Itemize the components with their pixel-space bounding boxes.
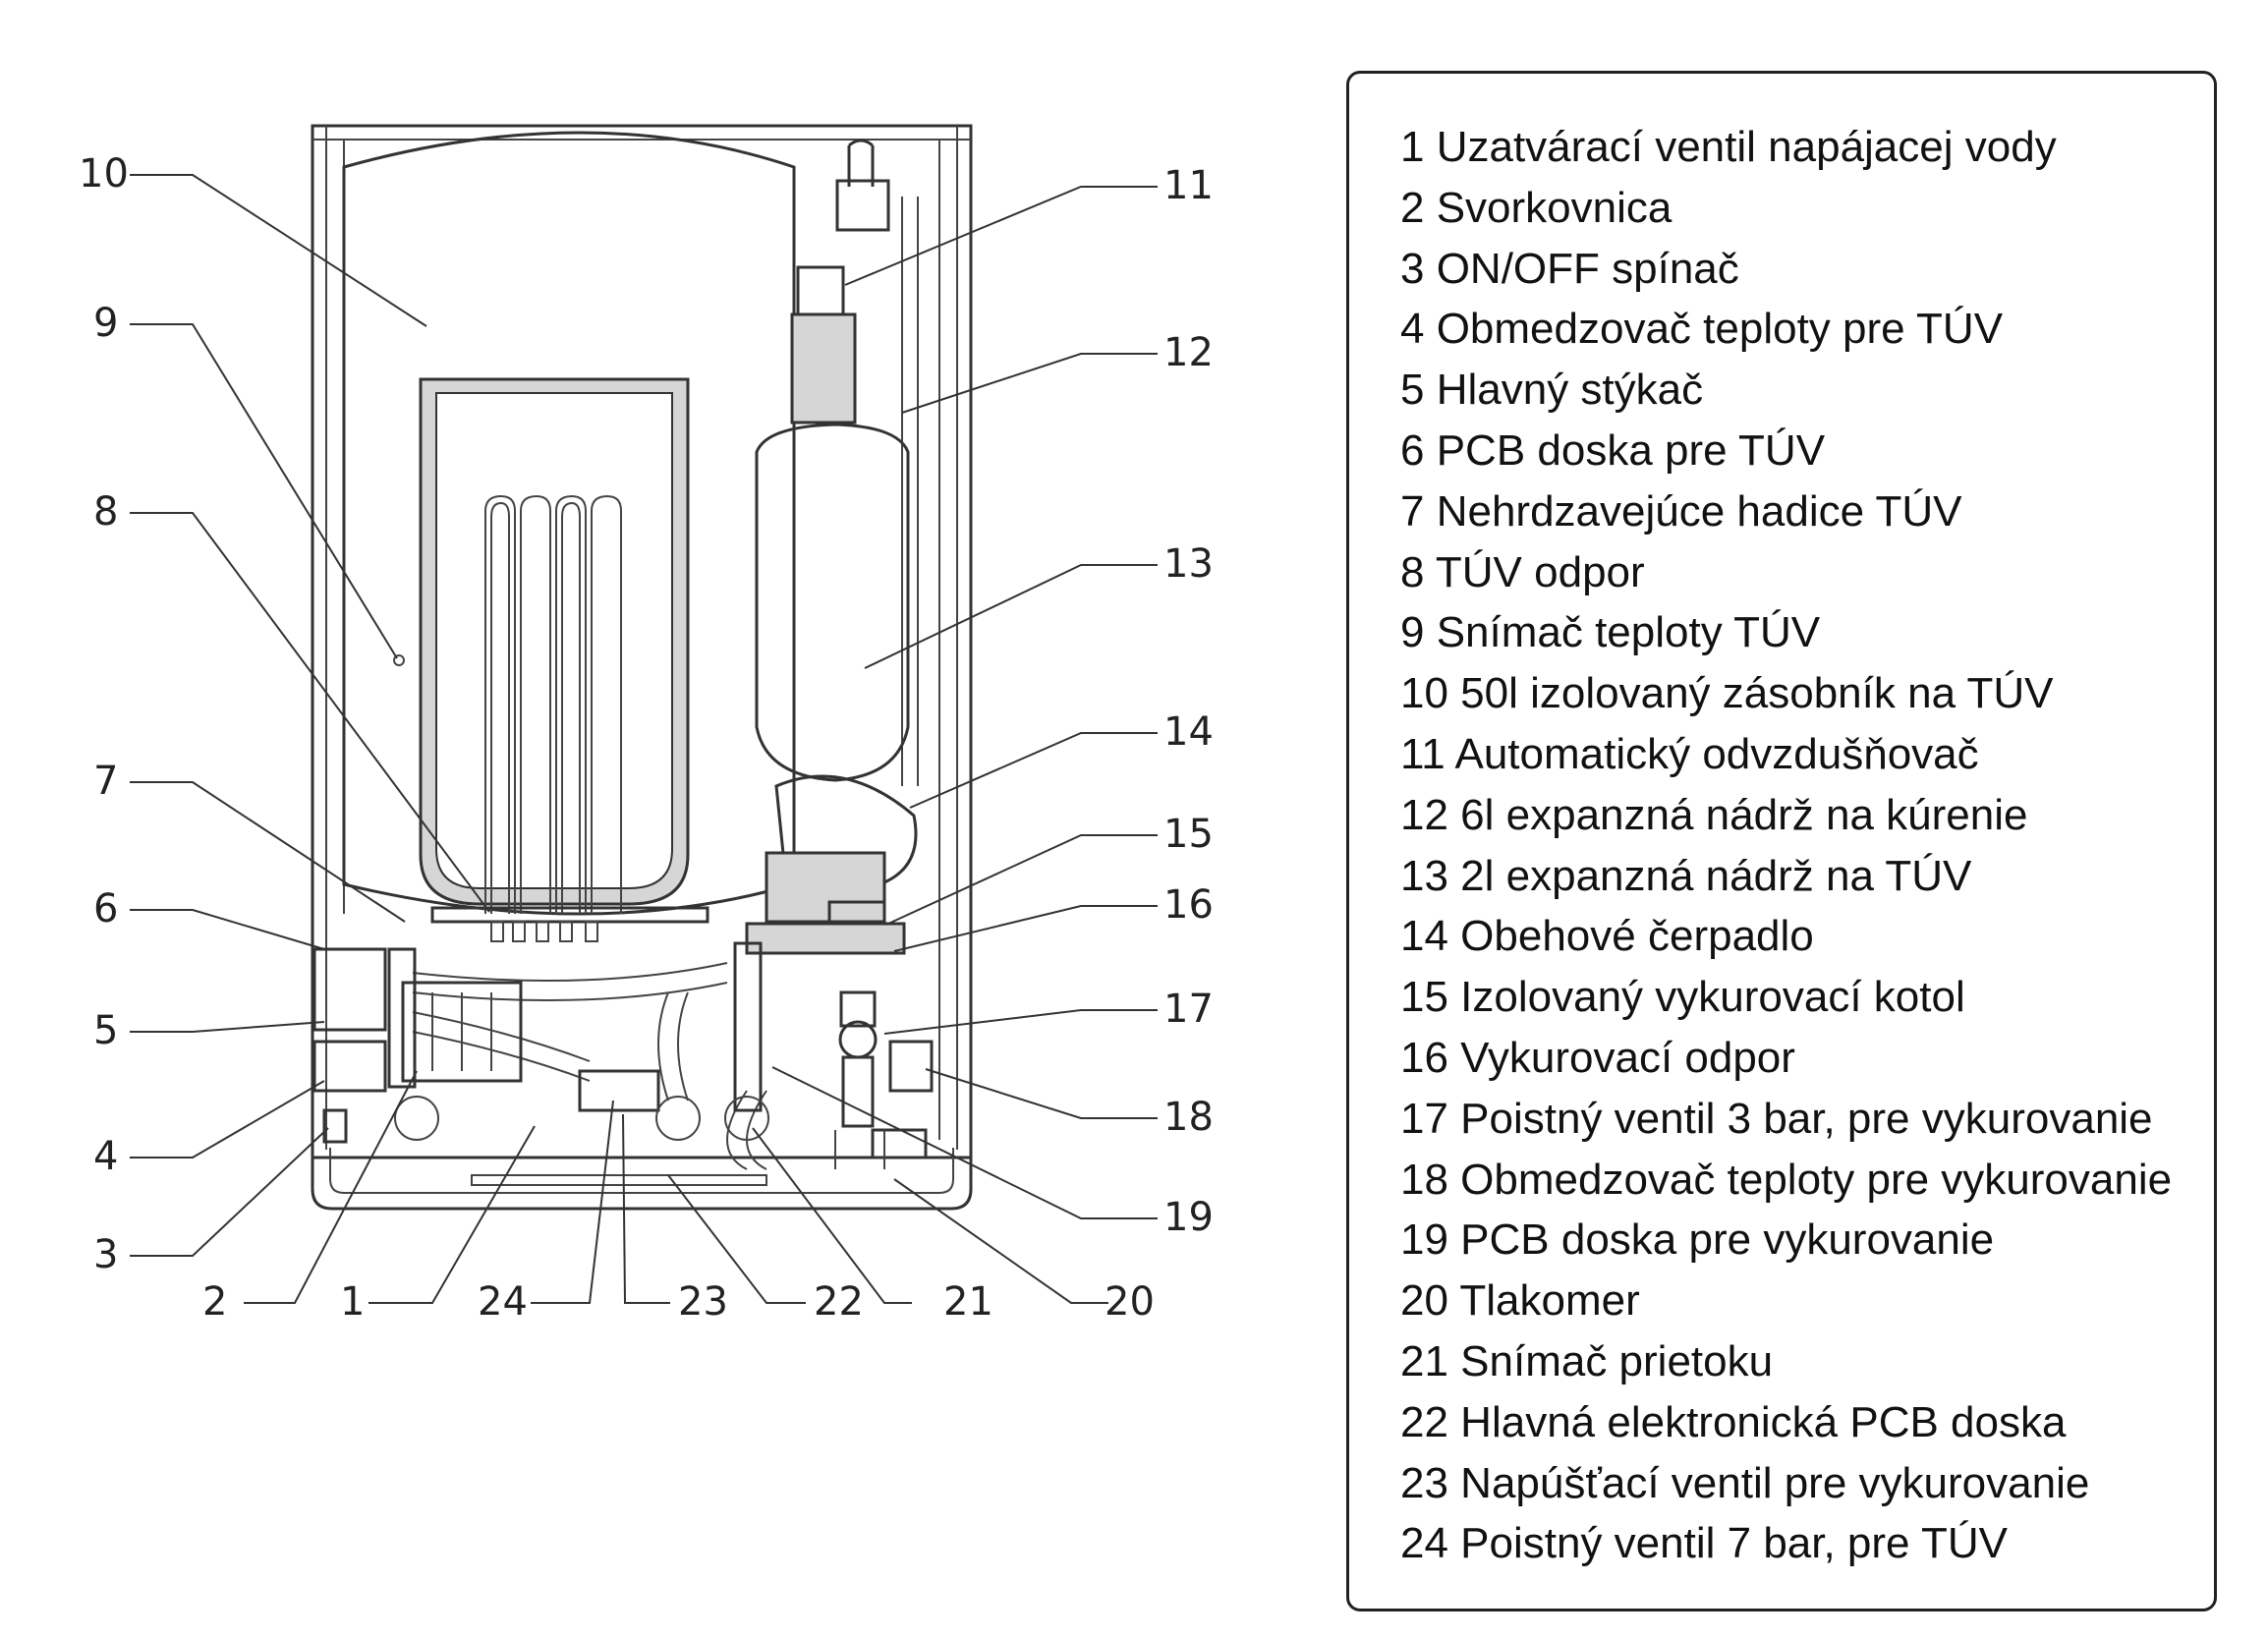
legend-item-21: 21 Snímač prietoku <box>1400 1336 1774 1385</box>
legend-item-12: 12 6l expanzná nádrž na kúrenie <box>1400 790 2028 839</box>
legend-item-8: 8 TÚV odpor <box>1400 547 1645 596</box>
legend-item-7: 7 Nehrdzavejúce hadice TÚV <box>1400 486 1962 536</box>
callout-17: 17 <box>1163 987 1214 1032</box>
callout-20: 20 <box>1105 1279 1155 1325</box>
callout-11: 11 <box>1163 163 1214 208</box>
callout-12: 12 <box>1163 330 1214 375</box>
legend-item-15: 15 Izolovaný vykurovací kotol <box>1400 973 1965 1022</box>
dhw-heating-element <box>430 494 709 942</box>
legend-item-17: 17 Poistný ventil 3 bar, pre vykurovanie <box>1400 1094 2153 1143</box>
leader-lines <box>130 174 1158 1304</box>
callout-19: 19 <box>1163 1195 1214 1240</box>
callout-24: 24 <box>478 1279 528 1325</box>
legend-item-6: 6 PCB doska pre TÚV <box>1400 425 1826 475</box>
legend-item-3: 3 ON/OFF spínač <box>1400 244 1739 293</box>
legend-item-23: 23 Napúšťací ventil pre vykurovanie <box>1400 1458 2090 1507</box>
callout-1: 1 <box>340 1279 365 1325</box>
callout-14: 14 <box>1163 709 1214 755</box>
callout-4: 4 <box>93 1134 118 1179</box>
legend-item-20: 20 Tlakomer <box>1400 1276 1640 1326</box>
lower-installation <box>312 900 934 1170</box>
callout-5: 5 <box>93 1008 118 1053</box>
legend-item-11: 11 Automatický odvzdušňovač <box>1400 729 1979 778</box>
callout-22: 22 <box>814 1279 864 1325</box>
legend-item-13: 13 2l expanzná nádrž na TÚV <box>1400 851 1972 900</box>
callout-10: 10 <box>79 151 129 197</box>
callout-13: 13 <box>1163 541 1214 587</box>
boiler-diagram: 10 9 8 7 6 5 4 3 2 1 24 23 22 21 20 19 1… <box>79 124 1214 1325</box>
legend-item-5: 5 Hlavný stýkač <box>1400 366 1704 415</box>
callout-18: 18 <box>1163 1095 1214 1140</box>
legend-item-19: 19 PCB doska pre vykurovanie <box>1400 1215 1995 1265</box>
expansion-tanks <box>755 139 919 924</box>
dhw-tank <box>342 131 796 916</box>
legend-item-9: 9 Snímač teploty TÚV <box>1400 608 1821 657</box>
callout-7: 7 <box>93 759 118 804</box>
legend-item-16: 16 Vykurovací odpor <box>1400 1033 1795 1082</box>
callout-16: 16 <box>1163 882 1214 928</box>
callout-8: 8 <box>93 489 118 535</box>
legend-item-14: 14 Obehové čerpadlo <box>1400 912 1814 961</box>
legend-box: 1 Uzatvárací ventil napájacej vody 2 Svo… <box>1346 71 2217 1611</box>
callout-numbers: 10 9 8 7 6 5 4 3 2 1 24 23 22 21 20 19 1… <box>79 151 1214 1325</box>
callout-21: 21 <box>943 1279 993 1325</box>
legend-item-10: 10 50l izolovaný zásobník na TÚV <box>1400 669 2054 718</box>
legend-item-2: 2 Svorkovnica <box>1400 183 1673 232</box>
legend-item-24: 24 Poistný ventil 7 bar, pre TÚV <box>1400 1519 2008 1568</box>
callout-6: 6 <box>93 886 118 932</box>
callout-23: 23 <box>678 1279 728 1325</box>
callout-2: 2 <box>202 1279 227 1325</box>
legend-item-1: 1 Uzatvárací ventil napájacej vody <box>1400 123 2057 171</box>
callout-15: 15 <box>1163 812 1214 857</box>
legend-item-18: 18 Obmedzovač teploty pre vykurovanie <box>1400 1155 2173 1204</box>
legend-list: 1 Uzatvárací ventil napájacej vody 2 Svo… <box>1349 74 2214 1574</box>
callout-9: 9 <box>93 301 118 346</box>
callout-3: 3 <box>93 1232 118 1277</box>
legend-item-22: 22 Hlavná elektronická PCB doska <box>1400 1397 2067 1446</box>
legend-item-4: 4 Obmedzovač teploty pre TÚV <box>1400 305 2004 354</box>
